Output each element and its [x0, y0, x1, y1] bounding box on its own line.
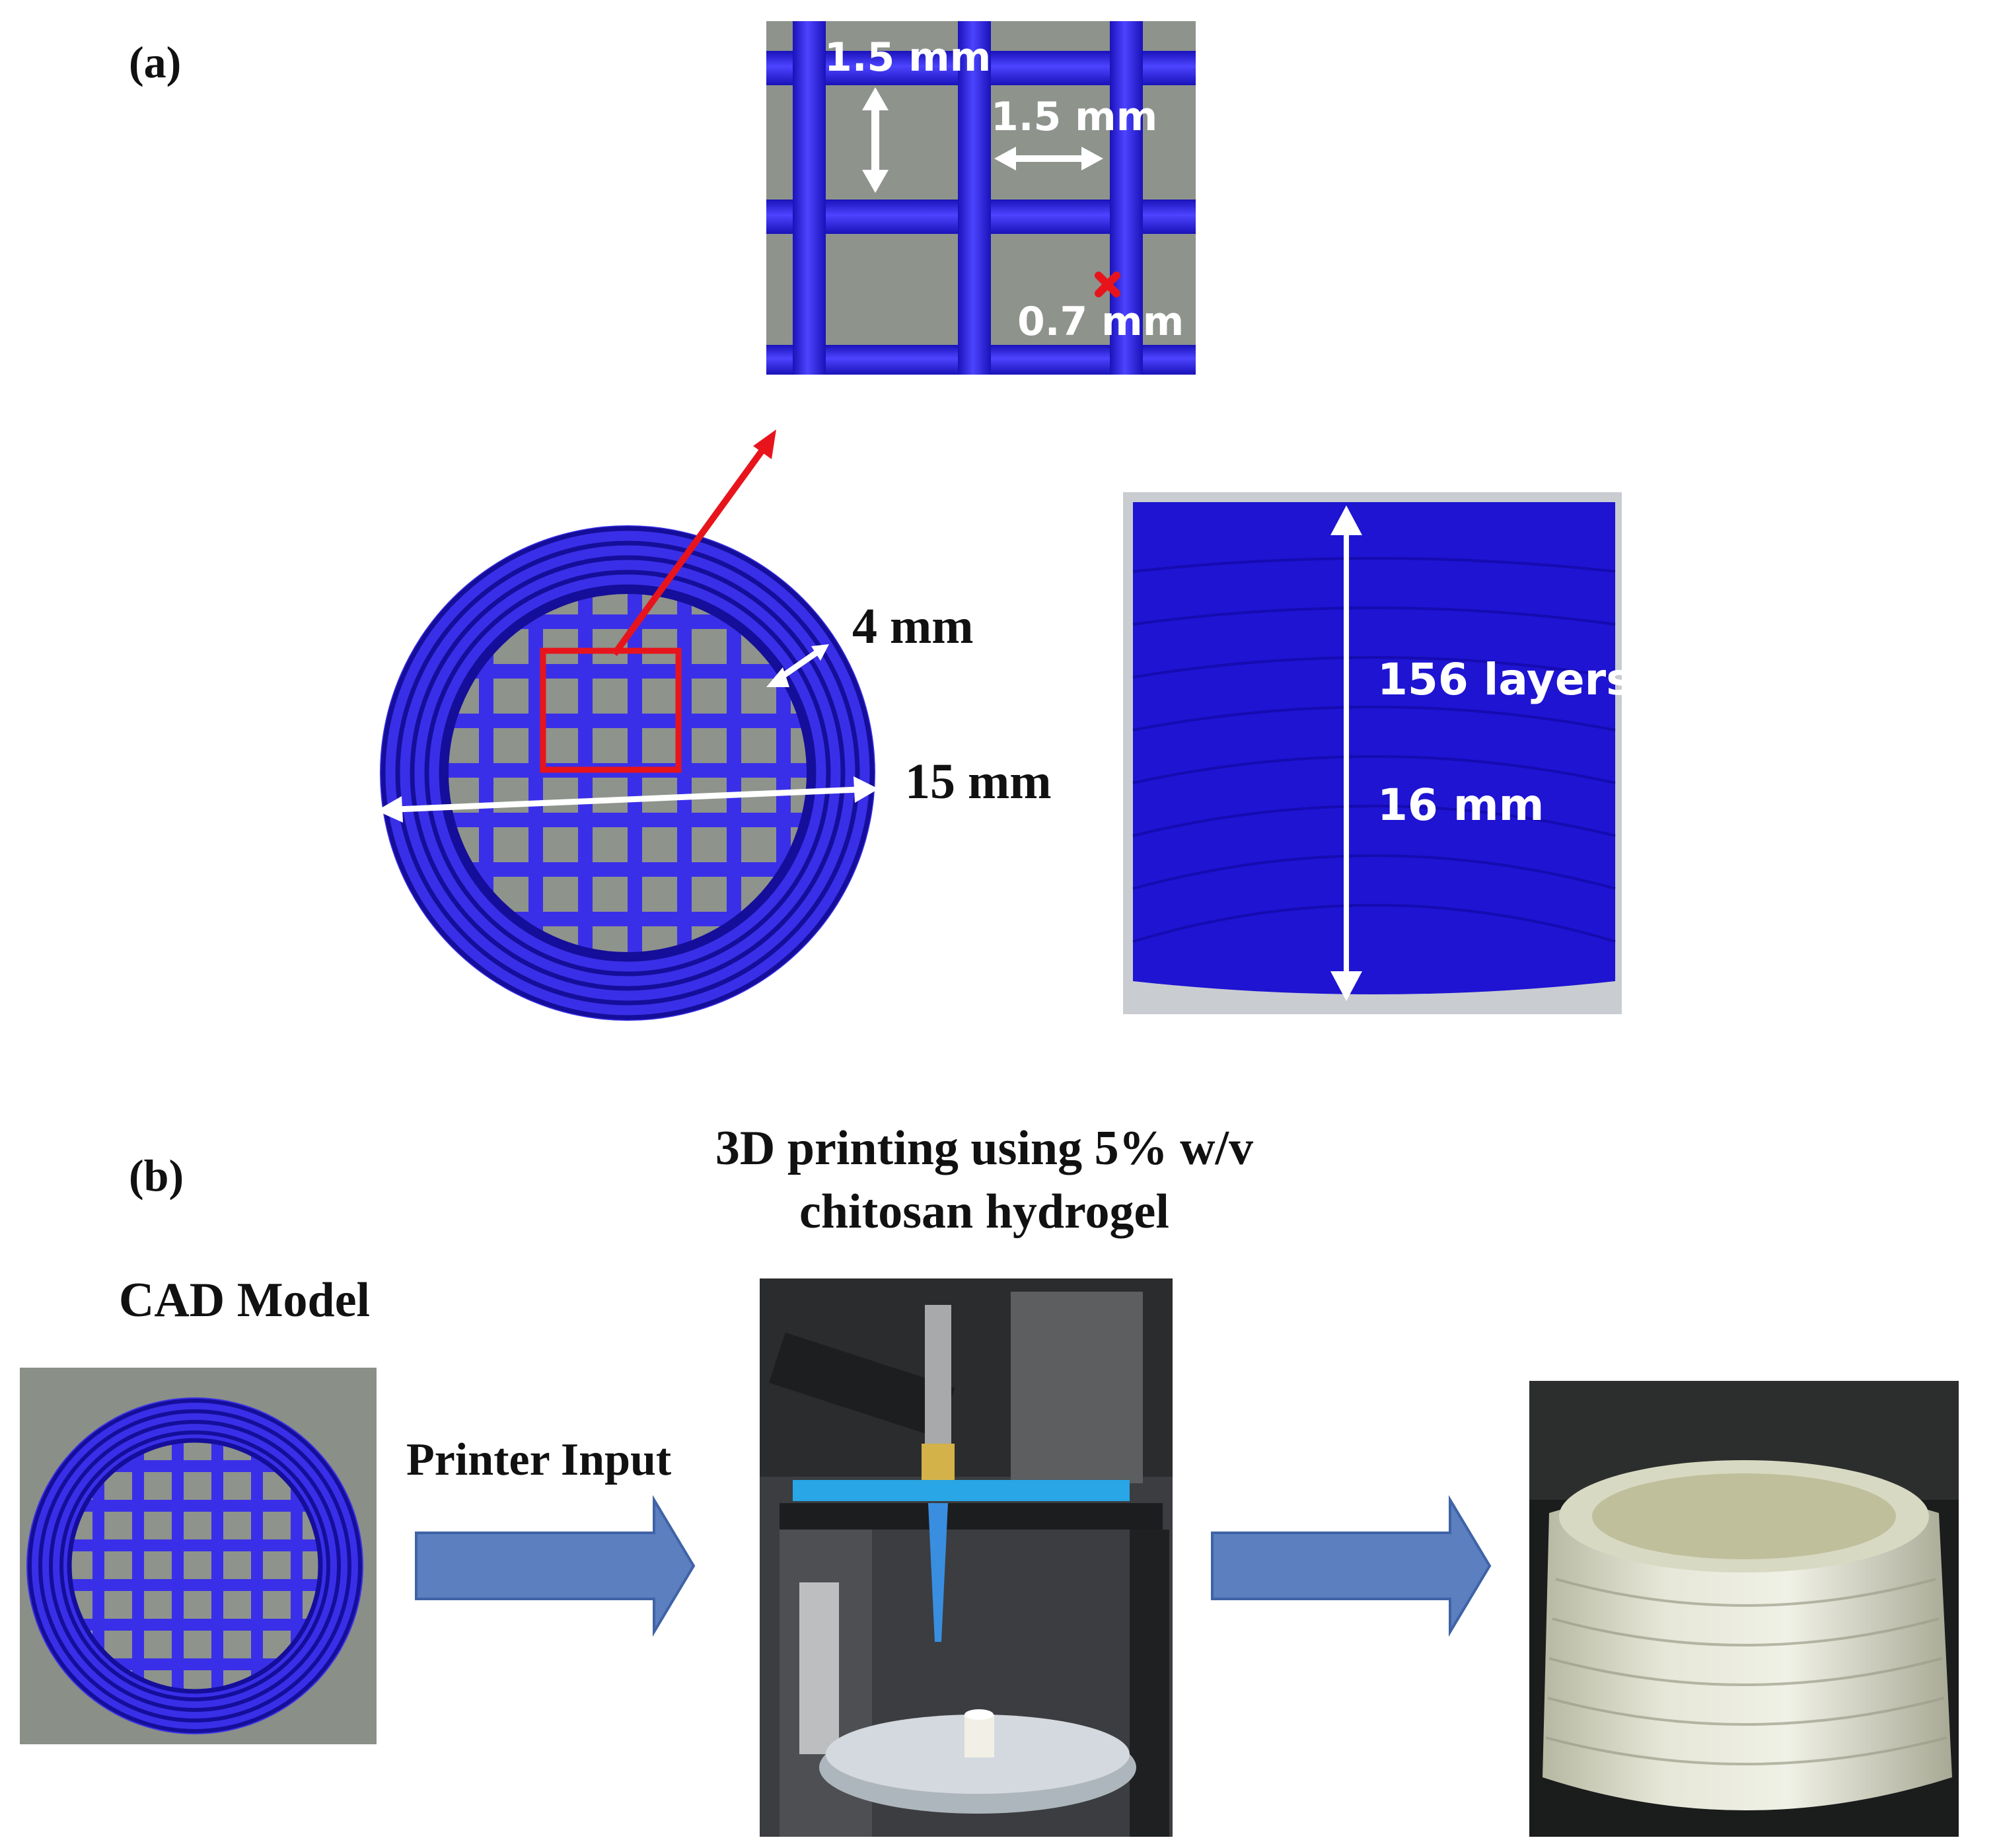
printing-title: 3D printing using 5% w/v chitosan hydrog…	[621, 1117, 1348, 1243]
vertical-spacing-label: 1.5 mm	[824, 34, 992, 81]
flow-arrow-2	[1209, 1493, 1493, 1639]
flow-arrow-1-icon	[415, 1495, 696, 1637]
panel-b-label: (b)	[129, 1150, 184, 1201]
top-view-svg	[377, 429, 879, 1021]
wall-thickness-label: 4 mm	[852, 599, 974, 654]
diameter-label: 15 mm	[905, 754, 1052, 809]
cad-model	[20, 1368, 377, 1744]
cad-model-svg	[20, 1368, 377, 1744]
flow-arrow-1	[413, 1493, 697, 1639]
printer-input-label: Printer Input	[406, 1434, 672, 1485]
strand-marker-icon	[1095, 272, 1120, 297]
printing-title-line2: chitosan hydrogel	[799, 1185, 1169, 1239]
printer-photo-svg	[760, 1278, 1173, 1837]
printed-scaffold-photo	[1529, 1381, 1959, 1837]
side-view: 156 layers 16 mm	[1123, 492, 1622, 1014]
horizontal-spacing-label: 1.5 mm	[991, 94, 1158, 140]
strand-diameter-label: 0.7 mm	[1017, 299, 1184, 345]
cad-title: CAD Model	[118, 1273, 371, 1327]
top-view-area	[357, 396, 1149, 1057]
panel-a-label: (a)	[129, 37, 182, 87]
printing-title-line1: 3D printing using 5% w/v	[715, 1121, 1254, 1175]
zoom-grid-view: 1.5 mm 1.5 mm 0.7 mm	[766, 21, 1196, 375]
side-view-svg	[1123, 492, 1622, 1014]
flow-arrow-2-icon	[1211, 1495, 1492, 1637]
printed-scaffold-svg	[1529, 1381, 1959, 1837]
zoom-grid-svg	[766, 21, 1196, 375]
height-label: 16 mm	[1377, 780, 1545, 831]
printer-photo	[760, 1278, 1173, 1837]
layers-label: 156 layers	[1377, 654, 1622, 705]
